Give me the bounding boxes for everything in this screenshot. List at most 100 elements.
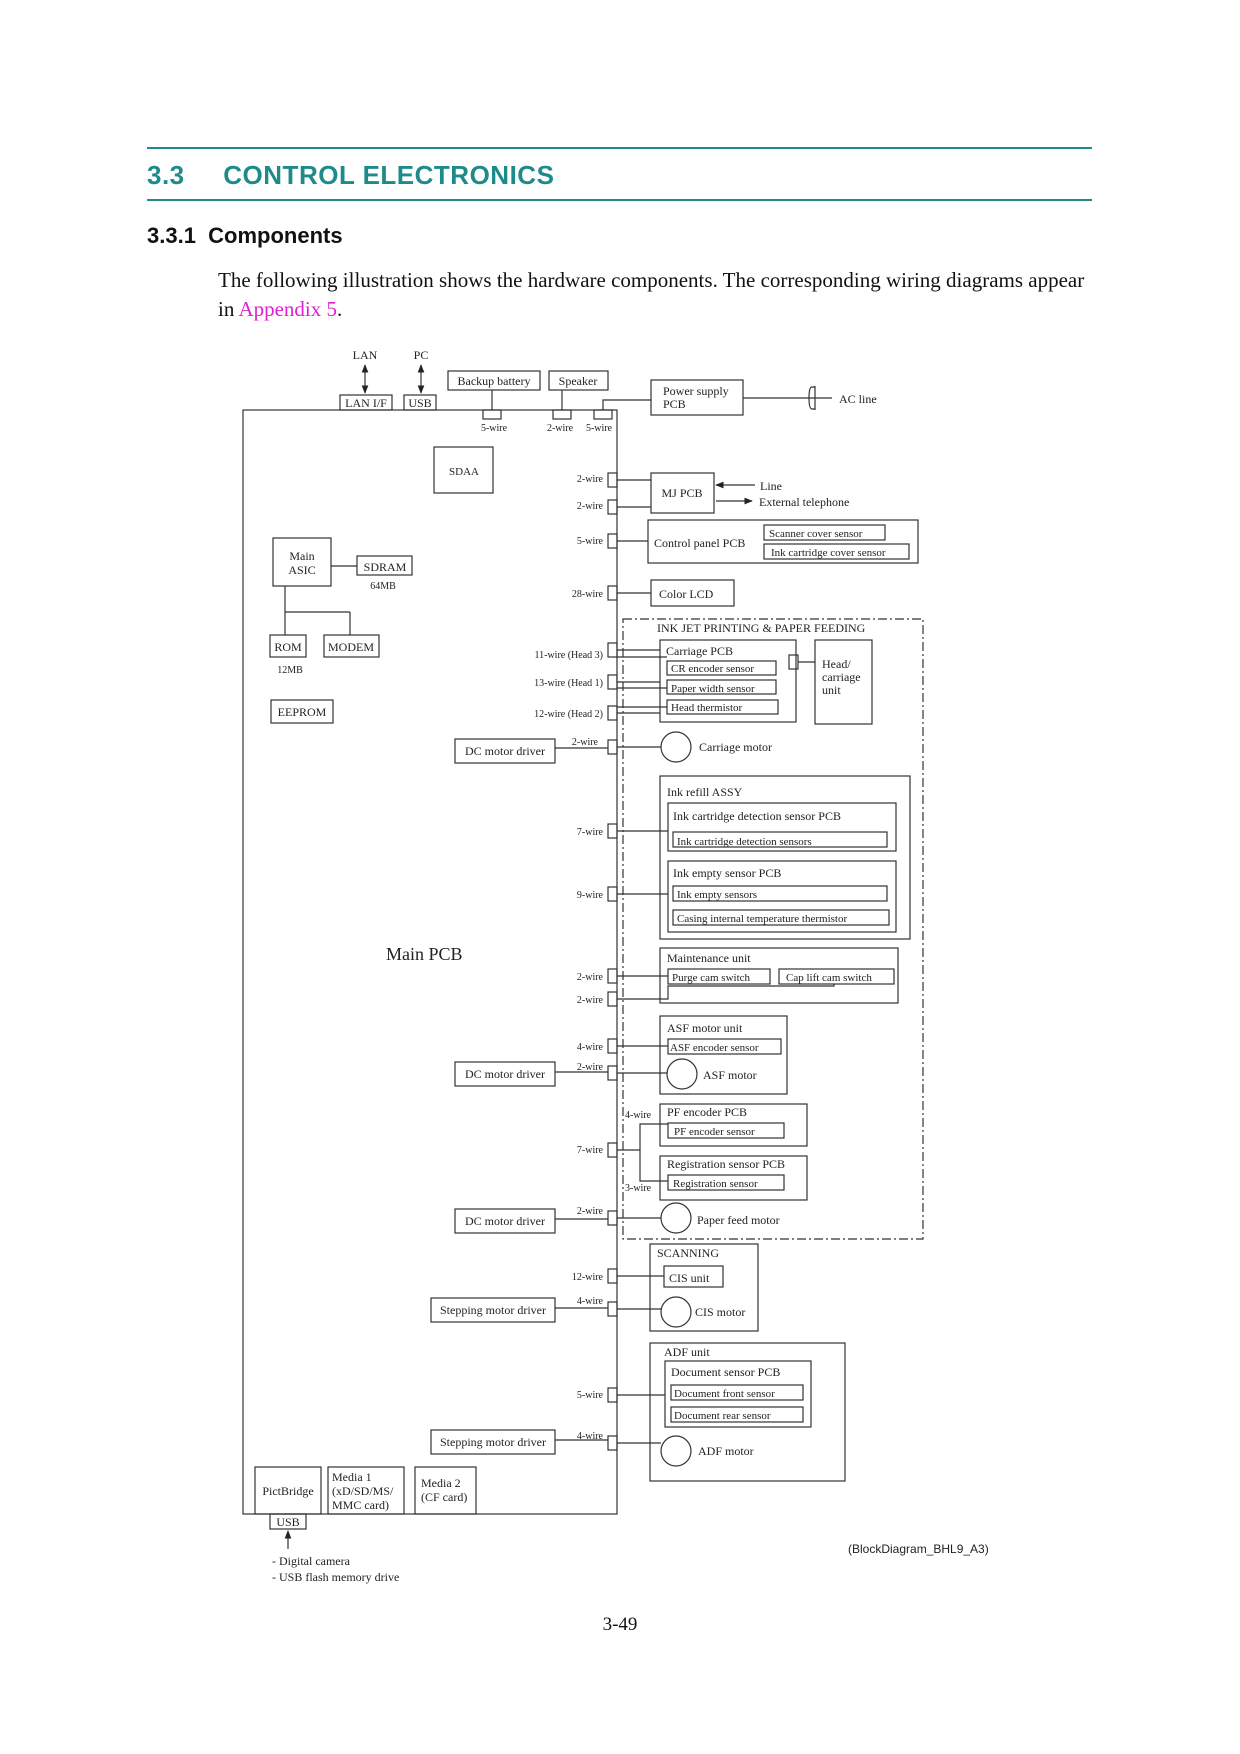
wire-purge-label: 2-wire [577,972,604,983]
lan-if-label: LAN I/F [345,396,387,410]
asf-encoder-sensor-label: ASF encoder sensor [670,1042,759,1054]
subsection-number: 3.3.1 [147,223,196,248]
ink-det-sensors-label: Ink cartridge detection sensors [677,836,812,848]
digital-camera-label: - Digital camera [272,1554,351,1568]
wire-control-label: 5-wire [577,536,604,547]
media1-line1: Media 1 [332,1470,372,1484]
ink-jet-group-label: INK JET PRINTING & PAPER FEEDING [657,621,866,635]
wire-cr-motor-label: 2-wire [572,737,599,748]
stepping-driver-2-label: Stepping motor driver [440,1435,546,1449]
asf-motor-unit-label: ASF motor unit [667,1021,743,1035]
doc-rear-sensor-label: Document rear sensor [674,1410,771,1422]
rom-label: ROM [274,640,302,654]
paper-feed-motor-label: Paper feed motor [697,1213,780,1227]
pictbridge-label: PictBridge [262,1484,313,1498]
wire-pf-7-label: 7-wire [577,1145,604,1156]
wire-ink-empty-label: 9-wire [577,890,604,901]
section-title: 3.3 CONTROL ELECTRONICS [147,160,554,191]
wire-head1-label: 13-wire (Head 1) [534,678,603,689]
main-asic-line1: Main [289,549,314,563]
sdaa-label: SDAA [449,466,479,478]
ac-line-label: AC line [839,392,877,406]
purge-cam-switch-label: Purge cam switch [672,972,751,984]
scanning-label: SCANNING [657,1246,719,1260]
adf-unit-label: ADF unit [664,1345,710,1359]
sdram-size-label: 64MB [370,581,396,592]
power-supply-line2: PCB [663,397,686,411]
usb-bottom-label: USB [276,1515,299,1529]
wire-doc-label: 5-wire [577,1390,604,1401]
sdram-label: SDRAM [364,560,407,574]
pc-label: PC [414,348,429,362]
subsection-title: 3.3.1 Components [147,223,343,249]
ink-det-pcb-label: Ink cartridge detection sensor PCB [673,809,841,823]
scanner-cover-sensor-label: Scanner cover sensor [769,528,863,540]
registration-pcb-label: Registration sensor PCB [667,1157,785,1171]
diagram-caption: (BlockDiagram_BHL9_A3) [848,1542,989,1556]
section-number: 3.3 [147,160,185,190]
wire-adf-motor-label: 4-wire [577,1431,604,1442]
section-name: CONTROL ELECTRONICS [223,160,555,190]
head-carriage-line1: Head/ [822,657,851,671]
dc-motor-driver-3-label: DC motor driver [465,1214,545,1228]
header-rule-bottom [147,199,1092,201]
cap-lift-cam-switch-label: Cap lift cam switch [786,972,872,984]
external-telephone-label: External telephone [759,495,849,509]
intro-text-end: . [337,297,343,321]
speaker-label: Speaker [559,374,598,388]
pf-encoder-pcb-label: PF encoder PCB [667,1105,747,1119]
stepping-driver-1-label: Stepping motor driver [440,1303,546,1317]
paper-width-sensor-label: Paper width sensor [671,683,755,695]
wire-power-label: 5-wire [586,423,613,434]
subsection-name: Components [208,223,343,248]
dc-motor-driver-1-label: DC motor driver [465,744,545,758]
media2-line1: Media 2 [421,1476,461,1490]
head-carriage-line2: carriage [822,670,861,684]
wire-cap-label: 2-wire [577,995,604,1006]
page-number: 3-49 [602,1614,638,1635]
head-thermistor-label: Head thermistor [671,702,743,714]
doc-front-sensor-label: Document front sensor [674,1388,775,1400]
registration-sensor-label: Registration sensor [673,1178,758,1190]
wire-asf-motor-label: 2-wire [577,1062,604,1073]
wire-cis-motor-label: 4-wire [577,1296,604,1307]
ink-refill-label: Ink refill ASSY [667,785,743,799]
power-supply-line1: Power supply [663,384,729,398]
ink-cartridge-cover-sensor-label: Ink cartridge cover sensor [771,547,886,559]
eeprom-label: EEPROM [278,705,327,719]
pf-encoder-sensor-label: PF encoder sensor [674,1126,755,1138]
maintenance-unit-label: Maintenance unit [667,951,751,965]
backup-battery-label: Backup battery [458,374,531,388]
appendix-link[interactable]: Appendix 5 [238,297,338,321]
intro-paragraph: The following illustration shows the har… [218,266,1098,324]
doc-sensor-pcb-label: Document sensor PCB [671,1365,780,1379]
wire-pf-4-label: 4-wire [625,1110,652,1121]
head-carriage-line3: unit [822,683,841,697]
cr-encoder-sensor-label: CR encoder sensor [671,663,754,675]
wire-head2-label: 12-wire (Head 2) [534,709,603,720]
asf-motor-label: ASF motor [703,1068,757,1082]
modem-label: MODEM [328,640,374,654]
wire-mj2-label: 2-wire [577,501,604,512]
carriage-motor-label: Carriage motor [699,740,772,754]
wire-head3-label: 11-wire (Head 3) [535,650,604,661]
wire-pf-motor-label: 2-wire [577,1206,604,1217]
rom-size-label: 12MB [277,665,303,676]
media1-line3: MMC card) [332,1498,389,1512]
header-rule-top [147,147,1092,149]
cis-motor-label: CIS motor [695,1305,745,1319]
casing-thermistor-label: Casing internal temperature thermistor [677,913,847,925]
wire-asf-enc-label: 4-wire [577,1042,604,1053]
ink-empty-sensors-label: Ink empty sensors [677,889,757,901]
color-lcd-label: Color LCD [659,587,714,601]
lan-label: LAN [353,348,378,362]
mj-pcb-label: MJ PCB [661,486,702,500]
wire-speaker-label: 2-wire [547,423,574,434]
wire-mj1-label: 2-wire [577,474,604,485]
carriage-pcb-label: Carriage PCB [666,644,733,658]
usb-top-label: USB [408,396,431,410]
main-asic-line2: ASIC [288,563,315,577]
media2-line2: (CF card) [421,1490,467,1504]
wire-reg-3-label: 3-wire [625,1183,652,1194]
